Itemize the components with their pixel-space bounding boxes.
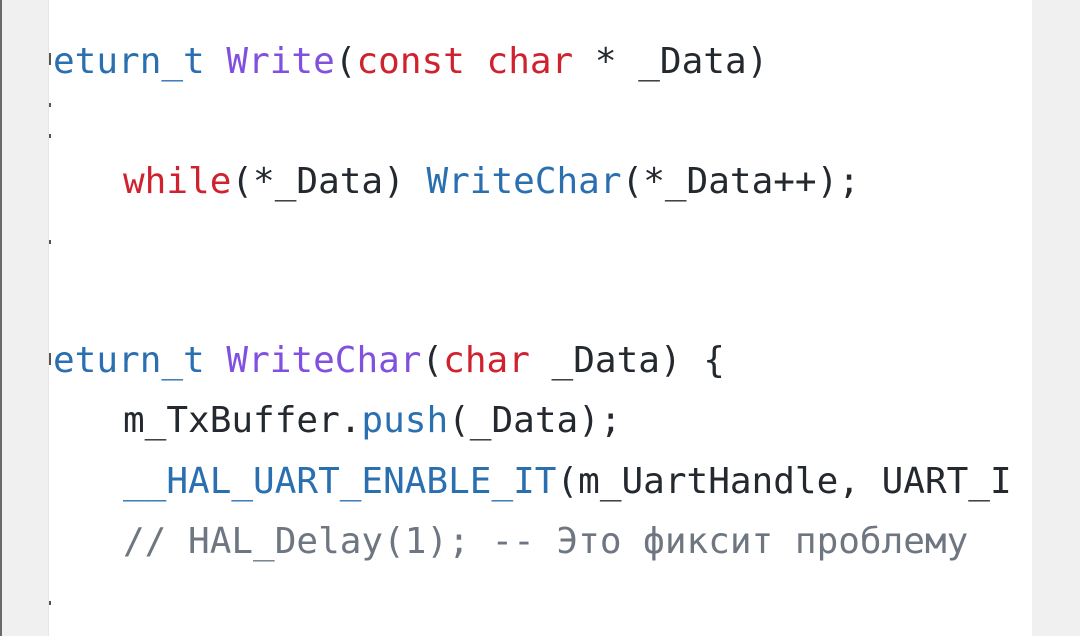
- function-name-write: Write: [226, 41, 335, 82]
- params-rest: * _Data): [573, 41, 769, 82]
- call-args: (*_Data++);: [621, 161, 860, 202]
- return-type-token: eturn_t: [53, 340, 205, 381]
- keyword-char: char: [486, 41, 574, 82]
- line-marker: [49, 134, 51, 138]
- code-block[interactable]: eturn_t Write(const char * _Data) while(…: [48, 0, 1033, 636]
- buffer-object: m_TxBuffer.: [123, 400, 362, 441]
- params-rest: _Data) {: [529, 340, 725, 381]
- code-line-push: m_TxBuffer.push(_Data);: [123, 396, 622, 446]
- right-gutter: [1032, 0, 1080, 636]
- paren-open: (: [421, 340, 444, 381]
- code-line-while-loop: while(*_Data) WriteChar(*_Data++);: [123, 157, 860, 207]
- macro-hal-uart-enable-it: __HAL_UART_ENABLE_IT: [123, 461, 557, 502]
- keyword-const: const: [356, 41, 465, 82]
- line-marker: [49, 240, 51, 244]
- keyword-char: char: [443, 340, 530, 381]
- page-left-edge: [0, 0, 2, 636]
- line-marker: [49, 353, 51, 365]
- line-marker: [49, 601, 51, 605]
- keyword-while: while: [123, 161, 232, 202]
- call-writechar: WriteChar: [426, 161, 622, 202]
- method-push: push: [361, 400, 449, 441]
- return-type-token: eturn_t: [53, 41, 205, 82]
- macro-args: (m_UartHandle, UART_I: [556, 461, 1012, 502]
- function-name-writechar: WriteChar: [226, 340, 422, 381]
- code-line-enable-it: __HAL_UART_ENABLE_IT(m_UartHandle, UART_…: [123, 457, 1012, 507]
- code-line-writechar-signature: eturn_t WriteChar(char _Data) {: [53, 336, 725, 386]
- push-args: (_Data);: [448, 400, 622, 441]
- paren-open: (: [334, 41, 357, 82]
- code-line-comment: // HAL_Delay(1); -- Это фиксит проблему: [123, 521, 969, 562]
- line-marker: [49, 53, 51, 65]
- while-condition: (*_Data): [231, 161, 427, 202]
- line-marker: [49, 103, 51, 107]
- code-line-write-signature: eturn_t Write(const char * _Data): [53, 37, 768, 87]
